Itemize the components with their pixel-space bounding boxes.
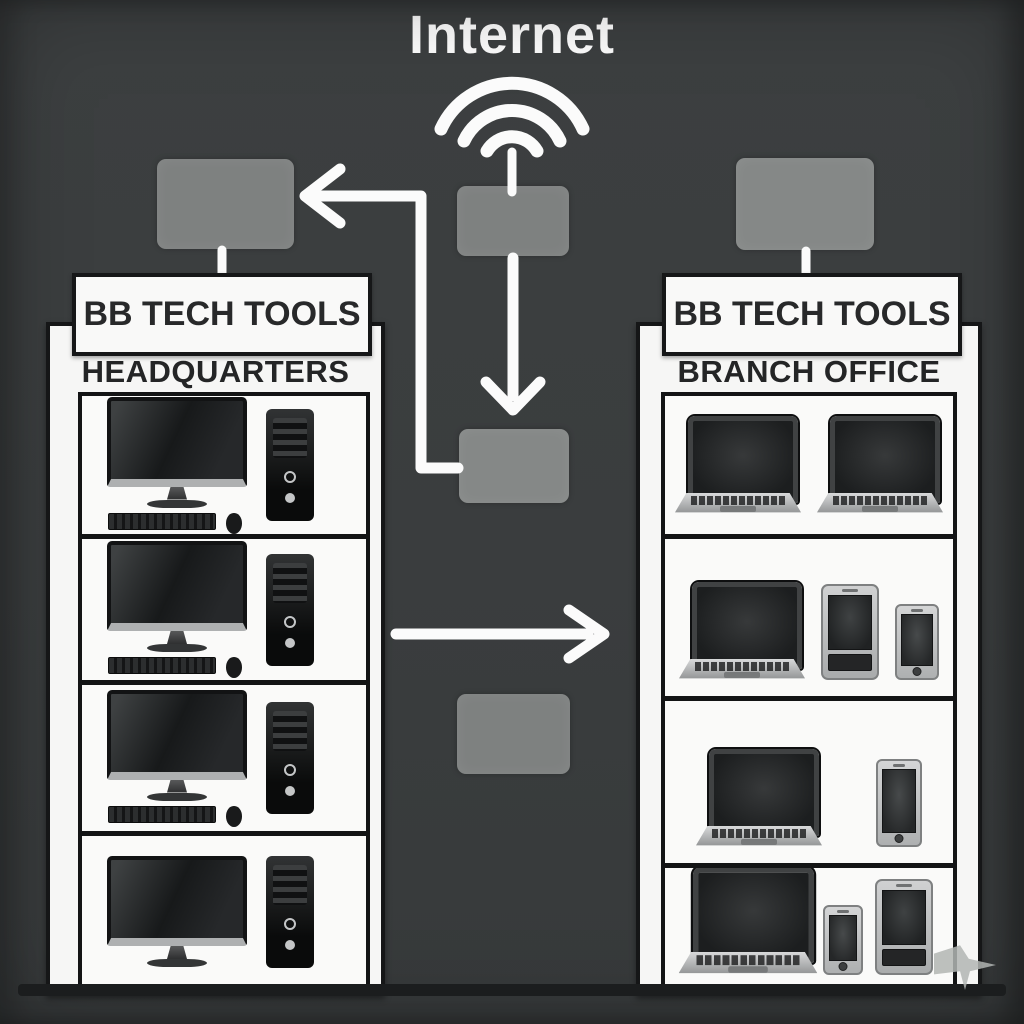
branch-shelf-rack [661, 392, 957, 991]
phone-icon [895, 604, 939, 680]
arrow-mid-node-to-hq-head [299, 163, 346, 229]
arrow-mid-node-to-hq [312, 190, 464, 474]
branch-building-name: BRANCH OFFICE [677, 354, 941, 389]
tower-icon [266, 553, 314, 666]
laptop-icon [675, 416, 801, 514]
laptop-icon [678, 868, 818, 975]
hq-shelf-rack [78, 392, 370, 991]
phone-icon [876, 759, 922, 847]
hq-shelf-2 [82, 539, 366, 685]
center-mid-node [459, 429, 569, 503]
laptop-icon [817, 416, 943, 514]
arrow-hq-to-branch-head [563, 604, 610, 664]
internet-node [457, 186, 569, 256]
desktop-basic-icon [104, 856, 250, 967]
ground-line [18, 984, 1006, 996]
desktop-icon [104, 689, 250, 827]
laptop-icon [679, 582, 805, 680]
phone-icon [823, 905, 863, 975]
branch-uplink-node [736, 158, 874, 250]
desktop-icon [104, 541, 250, 678]
hq-shelf-4 [82, 836, 366, 987]
branch-shelf-1 [665, 396, 953, 539]
hq-shelf-1 [82, 396, 366, 539]
desktop-icon [104, 396, 250, 534]
branch-building: BRANCH OFFICE [636, 322, 982, 996]
branch-shelf-4 [665, 868, 953, 987]
tablet-icon [875, 879, 933, 975]
internet-title: Internet [408, 5, 616, 65]
hq-building: HEADQUARTERS [46, 322, 385, 996]
laptop-icon [696, 749, 822, 847]
tower-icon [266, 409, 314, 521]
branch-shelf-3 [665, 701, 953, 868]
arrow-internet-to-mid-node-head [480, 376, 546, 416]
hq-shelf-3 [82, 685, 366, 836]
branch-shelf-2 [665, 539, 953, 701]
hq-sign: BB TECH TOOLS [72, 273, 372, 356]
branch-sign-label: BB TECH TOOLS [673, 295, 951, 333]
hq-sign-label: BB TECH TOOLS [83, 295, 361, 333]
branch-sign: BB TECH TOOLS [662, 273, 962, 356]
tower-icon [266, 702, 314, 814]
wifi-icon [434, 76, 590, 158]
tablet-icon [821, 584, 879, 680]
hq-building-name: HEADQUARTERS [81, 354, 350, 389]
hq-uplink-node [157, 159, 294, 249]
tower-icon [266, 855, 314, 968]
center-low-node [457, 694, 570, 774]
